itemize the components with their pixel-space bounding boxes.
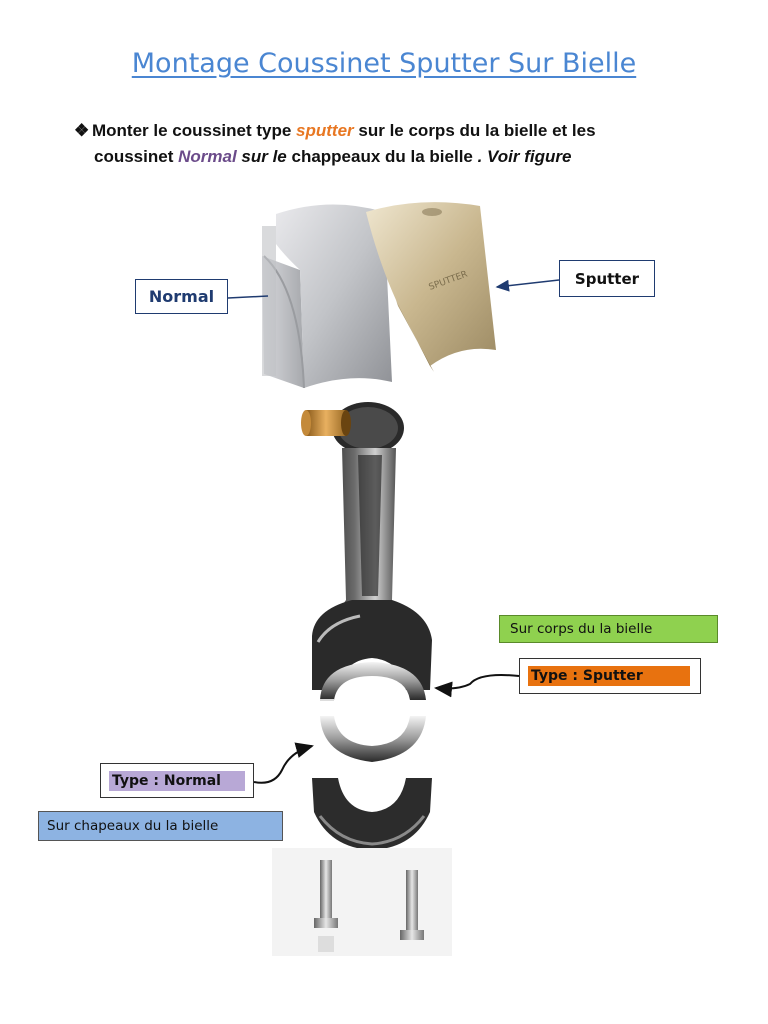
normal-label: Normal bbox=[135, 279, 228, 314]
lower-normal-shell bbox=[320, 716, 426, 762]
sputter-label: Sputter bbox=[559, 260, 655, 297]
sur-corps-label: Sur corps du la bielle bbox=[499, 615, 718, 643]
type-normal-label: Type : Normal bbox=[100, 763, 254, 798]
small-end-bushing bbox=[301, 410, 351, 436]
instruction-text: ❖Monter le coussinet type sputter sur le… bbox=[74, 118, 734, 170]
type-sputter-label: Type : Sputter bbox=[519, 658, 701, 694]
normal-bearing-shell bbox=[262, 204, 392, 389]
sputter-word: sputter bbox=[296, 121, 354, 140]
normal-arrow bbox=[227, 295, 269, 299]
normal-word: Normal bbox=[178, 147, 237, 166]
diamond-bullet-icon: ❖ bbox=[74, 121, 90, 140]
upper-sputter-shell bbox=[320, 662, 426, 701]
cap-bolts bbox=[272, 848, 452, 956]
sputter-bearing-shell: SPUTTER bbox=[366, 202, 496, 372]
type-normal-arrow bbox=[253, 742, 314, 784]
connecting-rod bbox=[301, 402, 432, 690]
page-title: Montage Coussinet Sputter Sur Bielle bbox=[131, 48, 637, 79]
sur-chapeaux-label: Sur chapeaux du la bielle bbox=[38, 811, 283, 841]
rod-cap bbox=[312, 778, 432, 850]
sputter-arrow bbox=[495, 279, 560, 292]
type-sputter-arrow bbox=[434, 674, 520, 698]
